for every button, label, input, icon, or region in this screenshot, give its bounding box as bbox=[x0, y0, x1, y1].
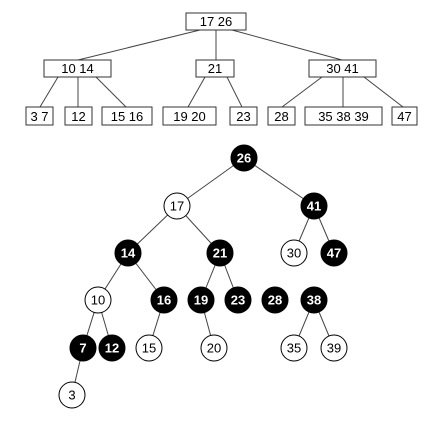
btree-node-keys: 30 41 bbox=[326, 61, 359, 76]
btree-edges bbox=[39, 29, 404, 108]
rbtree-node-key: 47 bbox=[327, 246, 341, 261]
btree-leaf: 19 20 bbox=[162, 106, 217, 126]
rbtree-node-19: 19 bbox=[187, 286, 215, 314]
rbtree-node-key: 15 bbox=[142, 341, 156, 356]
rbtree-node-35: 35 bbox=[280, 334, 308, 362]
btree-leaf: 35 38 39 bbox=[304, 106, 383, 126]
btree-node-keys: 19 20 bbox=[173, 109, 206, 124]
rbtree-node-key: 38 bbox=[307, 293, 321, 308]
rbtree-node-10: 10 bbox=[84, 286, 112, 314]
rbtree-node-3: 3 bbox=[58, 381, 86, 409]
rbtree-node-16: 16 bbox=[150, 286, 178, 314]
rbtree-node-key: 21 bbox=[213, 246, 227, 261]
rbtree-node-21: 21 bbox=[206, 239, 234, 267]
btree-node: 21 bbox=[195, 59, 235, 78]
rbtree-node-key: 17 bbox=[170, 199, 184, 214]
rbtree-node-key: 10 bbox=[91, 293, 105, 308]
rbtree-node-12: 12 bbox=[98, 334, 126, 362]
rbtree-edge bbox=[176, 157, 245, 207]
btree-node-keys: 17 26 bbox=[200, 14, 233, 29]
rbtree-node-39: 39 bbox=[320, 334, 348, 362]
rbtree-node-30: 30 bbox=[280, 239, 308, 267]
rbtree-node-14: 14 bbox=[114, 239, 142, 267]
btree-node: 17 26 bbox=[185, 12, 247, 31]
rbtree-node-key: 14 bbox=[121, 246, 136, 261]
btree-node-keys: 15 16 bbox=[111, 109, 144, 124]
btree-leaf: 15 16 bbox=[101, 106, 153, 126]
rbtree-node-key: 30 bbox=[287, 246, 301, 261]
btree-leaf: 12 bbox=[64, 106, 93, 126]
rbtree-node-key: 16 bbox=[157, 293, 171, 308]
btree-edge bbox=[363, 76, 404, 108]
btree-edge bbox=[231, 29, 343, 61]
btree-node: 10 14 bbox=[43, 59, 112, 78]
rbtree-node-7: 7 bbox=[69, 334, 97, 362]
btree-leaf: 47 bbox=[391, 106, 418, 126]
rbtree-node-key: 28 bbox=[268, 293, 282, 308]
btree-leaf: 28 bbox=[267, 106, 296, 126]
btree-node-keys: 28 bbox=[274, 109, 288, 124]
rbtree-node-28: 28 bbox=[261, 286, 289, 314]
rbtree-node-key: 23 bbox=[231, 293, 245, 308]
btree-edge bbox=[95, 76, 127, 108]
rbtree-node-key: 19 bbox=[194, 293, 208, 308]
btree-edge bbox=[39, 76, 59, 108]
rbtree-node-23: 23 bbox=[224, 286, 252, 314]
btree-node-keys: 47 bbox=[397, 109, 411, 124]
btree-edge bbox=[226, 76, 243, 108]
btree-nodes: 17 26 10 14 21 30 41 3 7 12 15 16 19 2 bbox=[25, 12, 418, 126]
rbtree-node-17: 17 bbox=[163, 192, 191, 220]
btree-edge bbox=[281, 76, 323, 108]
btree-node-keys: 3 7 bbox=[30, 109, 48, 124]
rbtree-node-key: 12 bbox=[105, 341, 119, 356]
rbtree-node-key: 41 bbox=[307, 199, 321, 214]
rbtree-node-key: 7 bbox=[79, 341, 86, 356]
btree-node: 30 41 bbox=[308, 59, 377, 78]
rbtree-node-key: 26 bbox=[237, 151, 251, 166]
btree-node-keys: 35 38 39 bbox=[318, 109, 369, 124]
btree-edge bbox=[187, 76, 206, 108]
rbtree-node-key: 39 bbox=[327, 341, 341, 356]
rbtree-node-20: 20 bbox=[200, 334, 228, 362]
rbtree-node-41: 41 bbox=[300, 192, 328, 220]
rbtree-node-47: 47 bbox=[320, 239, 348, 267]
btree-node-keys: 12 bbox=[71, 109, 85, 124]
rbtree-node-key: 3 bbox=[68, 388, 75, 403]
rbtree-node-26: 26 bbox=[230, 144, 258, 172]
btree-node-keys: 23 bbox=[236, 109, 250, 124]
btree-leaf: 3 7 bbox=[25, 106, 54, 126]
rbtree-node-15: 15 bbox=[135, 334, 163, 362]
btree-leaf: 23 bbox=[229, 106, 258, 126]
rbtree-nodes: 26 17 41 14 21 30 47 10 bbox=[58, 144, 348, 409]
rbtree-node-key: 20 bbox=[207, 341, 221, 356]
rbtree-edge bbox=[243, 157, 315, 207]
btree-edge bbox=[77, 29, 201, 61]
btree-node-keys: 21 bbox=[208, 61, 222, 76]
rbtree-node-38: 38 bbox=[300, 286, 328, 314]
rbtree-node-key: 35 bbox=[287, 341, 301, 356]
btree-node-keys: 10 14 bbox=[61, 61, 94, 76]
